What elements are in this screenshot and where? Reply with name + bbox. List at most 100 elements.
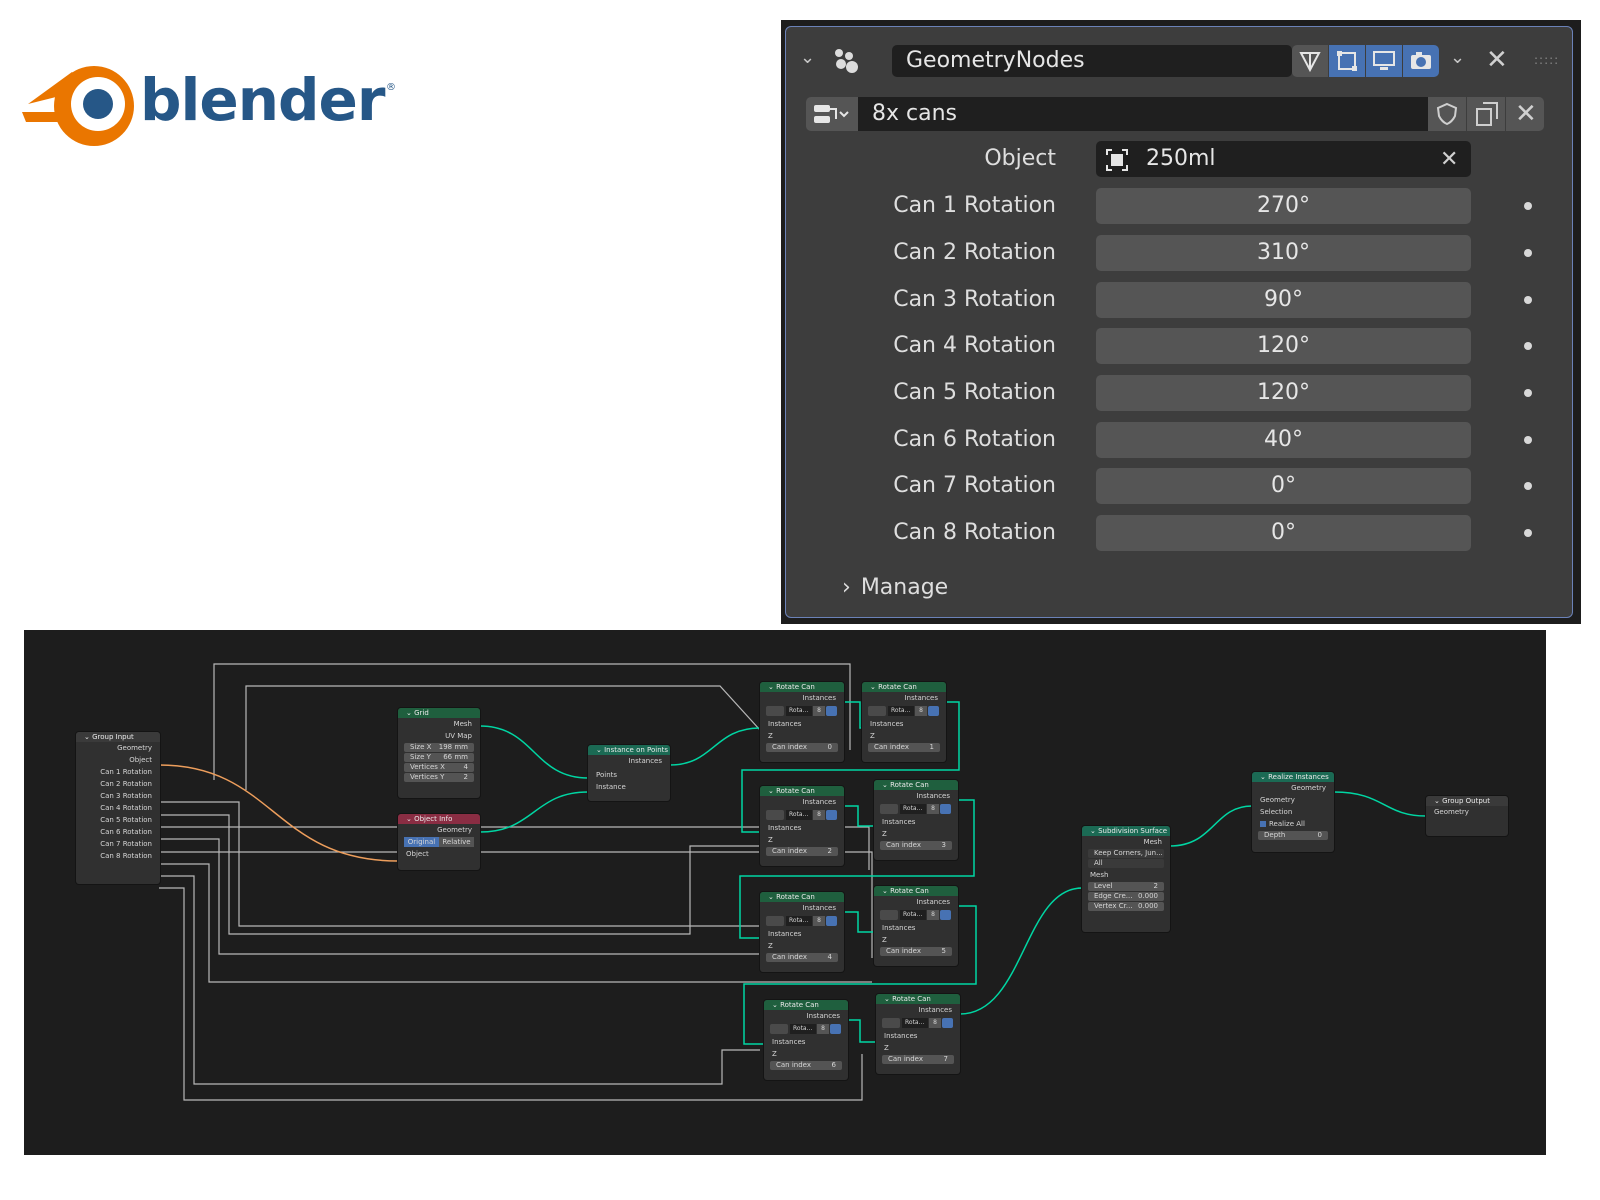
- modifier-menu-chevron-icon[interactable]: ⌄: [1450, 47, 1466, 68]
- node-group-selector[interactable]: Rota...8: [766, 915, 838, 927]
- uv-smooth-dropdown[interactable]: Keep Corners, Jun...: [1088, 849, 1164, 858]
- drag-handle-icon[interactable]: :::::: [1534, 53, 1560, 67]
- node-group-selector[interactable]: Rota...8: [882, 1017, 954, 1029]
- keyframe-dot-icon[interactable]: [1524, 249, 1532, 257]
- can-7-rotation-field[interactable]: 0°: [1096, 468, 1471, 504]
- render-toggle[interactable]: [1403, 45, 1439, 77]
- socket-label: Z: [768, 732, 773, 740]
- link-wire: [844, 701, 862, 729]
- can-1-rotation-field[interactable]: 270°: [1096, 188, 1471, 224]
- node-field[interactable]: Edge Cre...0.000: [1088, 892, 1164, 901]
- link-wire: [479, 791, 589, 833]
- collapse-chevron-icon[interactable]: ⌄: [800, 47, 816, 68]
- geometry-nodes-modifier-icon: [835, 49, 858, 73]
- rotate-can-node[interactable]: ⌄ Rotate Can Instances Rota...8 Instance…: [760, 682, 844, 762]
- keyframe-dot-icon[interactable]: [1524, 202, 1532, 210]
- rotate-can-node[interactable]: ⌄ Rotate Can Instances Rota...8 Instance…: [760, 892, 844, 972]
- node-group-selector[interactable]: Rota...8: [880, 803, 952, 815]
- realize-instances-node[interactable]: ⌄ Realize Instances Geometry Geometry Se…: [1252, 772, 1334, 852]
- socket-label: Geometry: [1434, 808, 1469, 816]
- fake-user-button[interactable]: [1428, 97, 1466, 131]
- keyframe-dot-icon[interactable]: [1524, 436, 1532, 444]
- clear-object-icon[interactable]: ✕: [1440, 147, 1459, 172]
- node-group-selector[interactable]: Rota...8: [766, 809, 838, 821]
- mode-original[interactable]: Original: [404, 837, 439, 847]
- can-6-rotation-field[interactable]: 40°: [1096, 422, 1471, 458]
- socket-label: Instance: [596, 783, 626, 791]
- cage-icon: [1337, 51, 1357, 71]
- node-links: [158, 663, 1427, 1101]
- node-group-selector[interactable]: Rota...8: [770, 1023, 842, 1035]
- can-4-rotation-field[interactable]: 120°: [1096, 328, 1471, 364]
- socket-label: Selection: [1260, 808, 1293, 816]
- rotate-can-node[interactable]: ⌄ Rotate Can Instances Rota...8 Instance…: [874, 886, 958, 966]
- object-icon: [1106, 149, 1128, 171]
- can-3-rotation-label: Can 3 Rotation: [893, 287, 1056, 312]
- node-group-browse-button[interactable]: [806, 97, 858, 131]
- node-field[interactable]: Vertex Cr...0.000: [1088, 902, 1164, 911]
- rotate-can-node[interactable]: ⌄ Rotate Can Instances Rota...8 Instance…: [760, 786, 844, 866]
- cage-toggle[interactable]: [1329, 45, 1365, 77]
- socket-label: Instances: [916, 898, 950, 906]
- node-group-selector[interactable]: Rota...8: [766, 705, 838, 717]
- mode-relative[interactable]: Relative: [439, 837, 474, 847]
- remove-modifier-icon[interactable]: ✕: [1486, 45, 1508, 75]
- node-title: ⌄ Instance on Points: [588, 745, 670, 755]
- viewport-toggle[interactable]: [1366, 45, 1402, 77]
- node-group-selector[interactable]: Rota...8: [880, 909, 952, 921]
- socket-label: Can 6 Rotation: [100, 828, 152, 836]
- node-group-selector[interactable]: Rota...8: [868, 705, 940, 717]
- rotate-can-node[interactable]: ⌄ Rotate Can Instances Rota...8 Instance…: [874, 780, 958, 860]
- socket-label: Instances: [772, 1038, 806, 1046]
- node-editor[interactable]: ⌄ Group Input Geometry Object Can 1 Rota…: [24, 630, 1546, 1155]
- transform-mode-toggle[interactable]: Original Relative: [404, 837, 474, 847]
- duplicate-button[interactable]: [1467, 97, 1505, 131]
- can-5-rotation-field[interactable]: 120°: [1096, 375, 1471, 411]
- keyframe-dot-icon[interactable]: [1524, 529, 1532, 537]
- can-8-rotation-field[interactable]: 0°: [1096, 515, 1471, 551]
- instance-on-points-node[interactable]: ⌄ Instance on Points Instances Points In…: [588, 745, 670, 801]
- unlink-button[interactable]: ✕: [1506, 97, 1544, 131]
- keyframe-dot-icon[interactable]: [1524, 482, 1532, 490]
- edit-mode-toggle[interactable]: [1292, 45, 1328, 77]
- socket-label: Geometry: [1291, 784, 1326, 792]
- rotate-can-node[interactable]: ⌄ Rotate Can Instances Rota...8 Instance…: [876, 994, 960, 1074]
- object-info-node[interactable]: ⌄ Object Info Geometry Original Relative…: [398, 814, 480, 870]
- can-3-rotation-field[interactable]: 90°: [1096, 282, 1471, 318]
- can-2-rotation-field[interactable]: 310°: [1096, 235, 1471, 271]
- subdivision-surface-node[interactable]: ⌄ Subdivision Surface Mesh Keep Corners,…: [1082, 826, 1170, 932]
- expand-chevron-icon: ›: [842, 575, 851, 600]
- group-output-node[interactable]: ⌄ Group Output Geometry: [1426, 796, 1508, 836]
- rotate-can-node[interactable]: ⌄ Rotate Can Instances Rota...8 Instance…: [764, 1000, 848, 1080]
- boundary-smooth-dropdown[interactable]: All: [1088, 859, 1164, 868]
- keyframe-dot-icon[interactable]: [1524, 296, 1532, 304]
- modifier-name-field[interactable]: GeometryNodes: [892, 45, 1292, 77]
- keyframe-dot-icon[interactable]: [1524, 342, 1532, 350]
- realize-all-checkbox[interactable]: Realize All: [1252, 818, 1334, 830]
- manage-subpanel[interactable]: ›Manage: [842, 575, 948, 600]
- group-input-node[interactable]: ⌄ Group Input Geometry Object Can 1 Rota…: [76, 732, 160, 884]
- socket-label: Can 7 Rotation: [100, 840, 152, 848]
- node-group-row: 8x cans ✕: [802, 95, 1544, 133]
- link-wire: [743, 905, 977, 1045]
- keyframe-dot-icon[interactable]: [1524, 389, 1532, 397]
- node-group-name-field[interactable]: 8x cans: [858, 97, 1428, 131]
- object-field[interactable]: 250ml ✕: [1096, 141, 1471, 177]
- rotate-can-node[interactable]: ⌄ Rotate Can Instances Rota...8 Instance…: [862, 682, 946, 762]
- monitor-icon: [1373, 51, 1395, 70]
